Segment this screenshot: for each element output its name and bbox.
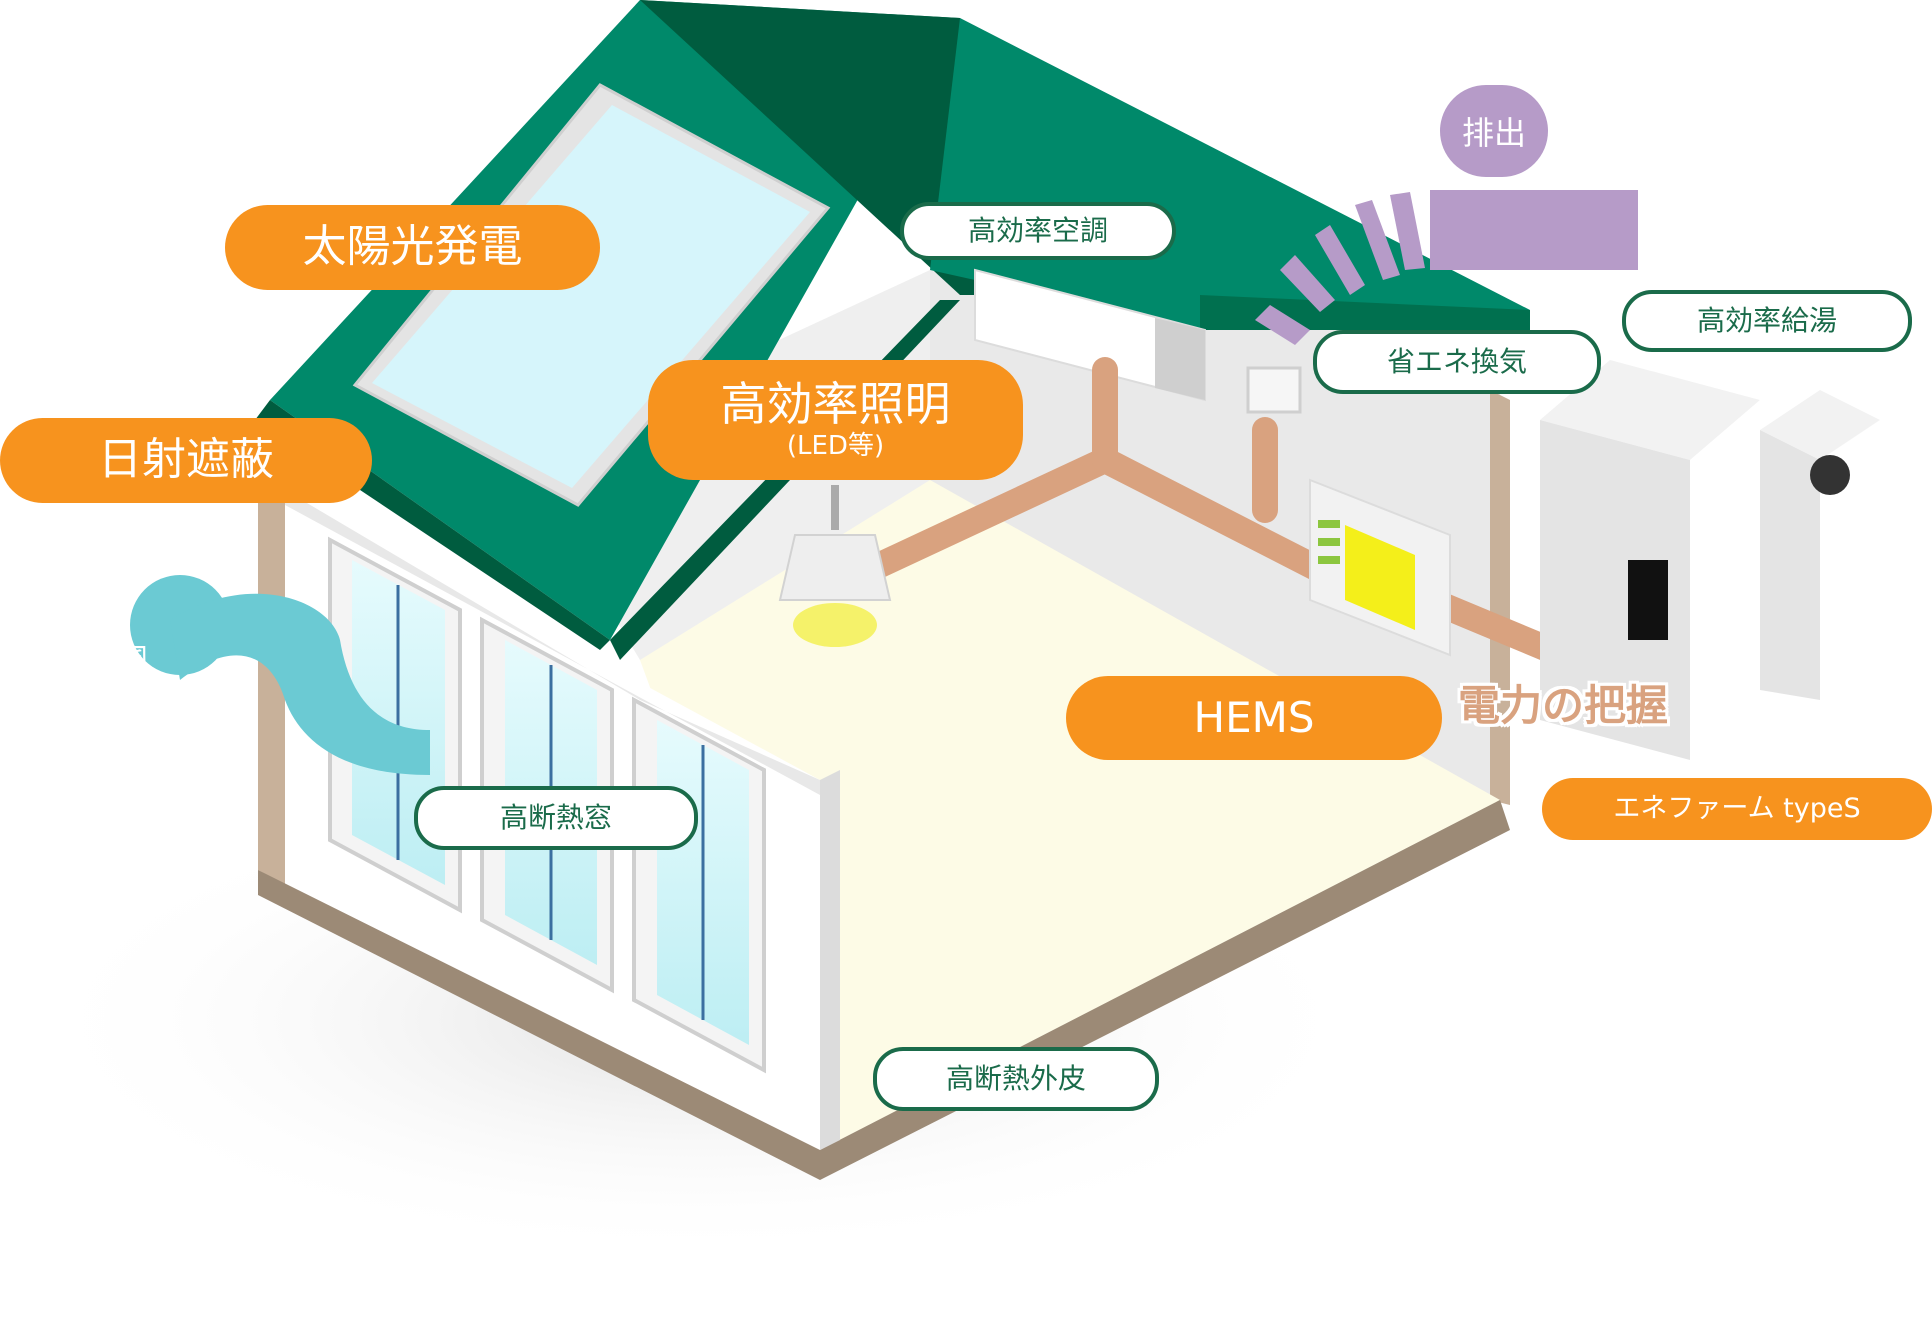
label-exhaust: 排出 [1440,85,1548,177]
label-breeze-text: 涼風 [90,643,150,678]
energy-pipes [867,357,1598,663]
floor [640,480,1500,1150]
breeze-ribbon [130,575,430,775]
aircon-unit [974,268,1206,402]
label-power-text: 電力の把握 [1458,681,1669,730]
label-lighting-main: 高効率照明 [720,377,951,432]
exhaust-rays [1255,192,1425,345]
label-solar-text: 太陽光発電 [302,221,523,273]
label-enefarm-text: エネファーム typeS [1613,793,1861,825]
front-corner-side [820,770,840,1150]
right-wall-edge [1490,390,1510,805]
label-solar: 太陽光発電 [225,205,600,290]
label-ventilation-text: 省エネ換気 [1386,344,1527,378]
label-hems: HEMS [1066,676,1442,760]
label-aircon-text: 高効率空調 [967,213,1108,247]
label-aircon: 高効率空調 [900,202,1176,260]
label-window: 高断熱窓 [414,786,698,850]
label-envelope: 高断熱外皮 [873,1047,1159,1111]
label-enefarm: エネファーム typeS [1542,778,1932,840]
label-lighting: 高効率照明 (LED等) [648,360,1023,480]
label-lighting-sub: (LED等) [786,431,885,461]
front-wall-top [285,490,820,795]
exhaust-band [1430,190,1638,270]
label-power: 電力の把握 [1458,672,1668,733]
label-window-text: 高断熱窓 [499,800,612,834]
label-breeze: 涼風 [90,635,150,679]
label-water-heater: 高効率給湯 [1622,290,1912,352]
hems-panel [1309,478,1451,657]
water-heater-unit [1540,360,1880,760]
label-ventilation: 省エネ換気 [1313,330,1601,394]
left-wall-edge [258,490,285,885]
label-envelope-text: 高断熱外皮 [945,1061,1086,1095]
label-exhaust-text: 排出 [1461,114,1526,152]
vent-outlet [1246,366,1302,414]
label-shade: 日射遮蔽 [0,418,372,503]
label-water-heater-text: 高効率給湯 [1696,303,1837,337]
front-slab [258,870,820,1180]
label-shade-text: 日射遮蔽 [98,434,274,486]
label-hems-text: HEMS [1193,692,1315,742]
ceiling-lamp [778,485,892,647]
